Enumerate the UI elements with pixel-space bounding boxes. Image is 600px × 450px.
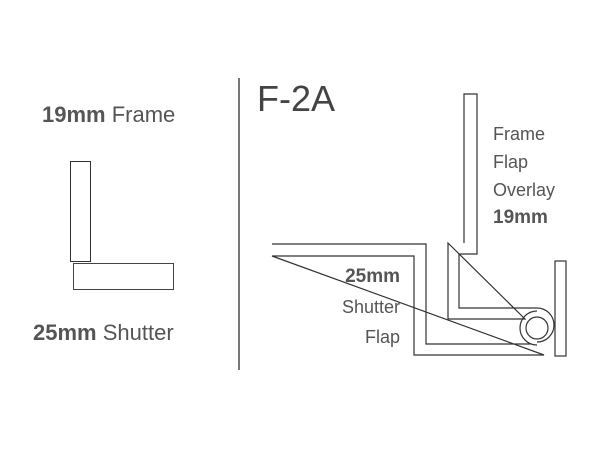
frame-board [70, 161, 91, 262]
frame-size: 19mm [42, 102, 106, 127]
frame-text: Frame [111, 102, 176, 127]
shutter-flap-size: 25mm [345, 266, 400, 287]
shutter-flap-outline [271, 243, 545, 356]
shutter-size: 25mm [33, 320, 97, 345]
shutter-flap-line: Flap [364, 327, 400, 347]
hinge-drawing [271, 93, 567, 357]
shutter-flap-label: 25mm Shutter Flap [342, 262, 400, 352]
model-title: F-2A [257, 78, 336, 119]
frame-flap-line: Frame [493, 124, 546, 144]
frame-flap-line: Flap [493, 152, 529, 172]
knuckle [519, 310, 538, 346]
shutter-board [73, 263, 174, 290]
shutter-flap-line: Shutter [341, 297, 400, 317]
hinge-pin [525, 316, 549, 340]
frame-flap-size: 19mm [493, 207, 548, 228]
frame-flap-outline [447, 93, 555, 343]
shutter-label: 25mm Shutter [33, 320, 174, 346]
frame-label: 19mm Frame [42, 102, 175, 128]
shutter-text: Shutter [102, 320, 174, 345]
shutter-edge [554, 260, 567, 357]
frame-flap-line: Overlay [493, 180, 556, 200]
frame-flap-label: Frame Flap Overlay 19mm [493, 120, 555, 232]
